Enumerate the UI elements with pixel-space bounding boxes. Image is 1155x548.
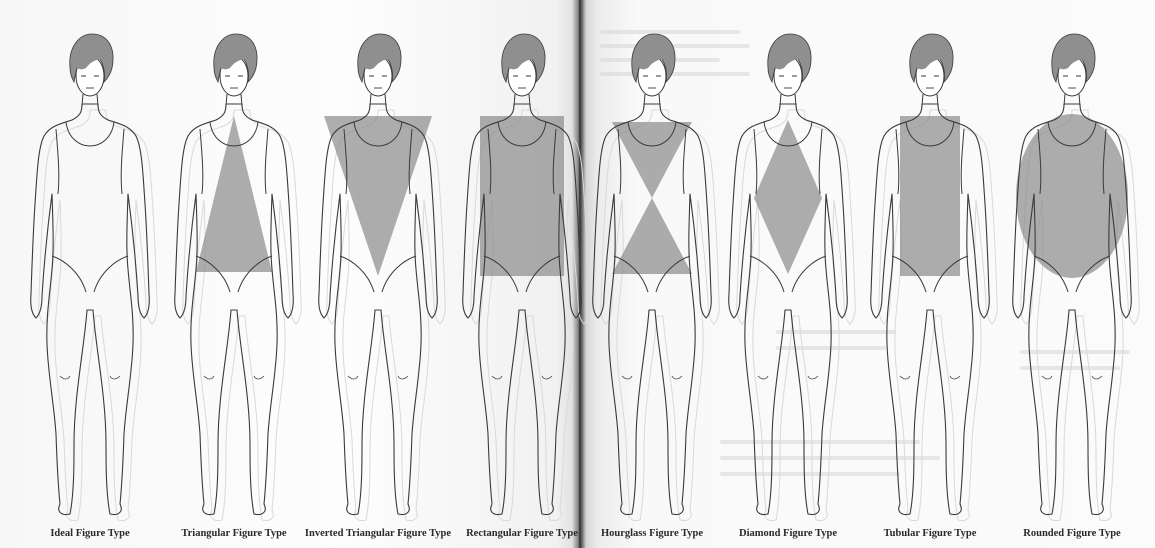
diamond-overlay [754, 120, 822, 274]
knee-right [950, 376, 960, 379]
armhole-left [56, 129, 59, 194]
figure-ideal [20, 24, 160, 524]
figure-rectangular [452, 24, 592, 524]
hourglass-overlay [612, 122, 692, 274]
caption-tubular: Tubular Figure Type [855, 528, 1005, 539]
oval-overlay [1016, 114, 1128, 278]
armhole-left [618, 129, 621, 194]
knee-left [204, 376, 214, 379]
knee-left [1042, 376, 1052, 379]
figure-rounded [1002, 24, 1142, 524]
figure-hourglass [582, 24, 722, 524]
knee-right [254, 376, 264, 379]
body-outline-illustration [860, 24, 1000, 524]
body-outline-illustration [164, 24, 304, 524]
caption-rectangular: Rectangular Figure Type [447, 528, 597, 539]
caption-diamond: Diamond Figure Type [713, 528, 863, 539]
body-outline-illustration [582, 24, 722, 524]
knee-left [492, 376, 502, 379]
knee-left [348, 376, 358, 379]
knee-left [60, 376, 70, 379]
rectangle-overlay [480, 116, 564, 276]
leg-opening-right [382, 256, 416, 292]
knee-left [758, 376, 768, 379]
caption-ideal: Ideal Figure Type [15, 528, 165, 539]
body-outline-illustration [452, 24, 592, 524]
body-outline-illustration [1002, 24, 1142, 524]
body-outline-illustration [308, 24, 448, 524]
figure-triangular [164, 24, 304, 524]
caption-inverted-triangular: Inverted Triangular Figure Type [303, 528, 453, 539]
figure-diamond [718, 24, 858, 524]
neckline [66, 122, 114, 146]
knee-right [542, 376, 552, 379]
knee-right [1092, 376, 1102, 379]
caption-rounded: Rounded Figure Type [997, 528, 1147, 539]
knee-right [808, 376, 818, 379]
leg-opening-left [340, 256, 374, 292]
tube-overlay [900, 116, 960, 276]
armhole-right [683, 129, 686, 194]
armhole-left [896, 129, 899, 194]
armhole-right [121, 129, 124, 194]
caption-hourglass: Hourglass Figure Type [577, 528, 727, 539]
body-outline-illustration [718, 24, 858, 524]
knee-left [900, 376, 910, 379]
armhole-left [200, 129, 203, 194]
knee-right [398, 376, 408, 379]
knee-right [672, 376, 682, 379]
triangle-overlay [196, 116, 272, 272]
knee-left [622, 376, 632, 379]
armhole-left [754, 129, 757, 194]
leg-opening-left [52, 256, 86, 292]
caption-triangular: Triangular Figure Type [159, 528, 309, 539]
armhole-right [265, 129, 268, 194]
armhole-right [819, 129, 822, 194]
figure-tubular [860, 24, 1000, 524]
leg-opening-right [792, 256, 826, 292]
leg-opening-left [750, 256, 784, 292]
body-outline-illustration [20, 24, 160, 524]
figure-inverted-triangular [308, 24, 448, 524]
leg-opening-right [94, 256, 128, 292]
knee-right [110, 376, 120, 379]
armhole-right [961, 129, 964, 194]
